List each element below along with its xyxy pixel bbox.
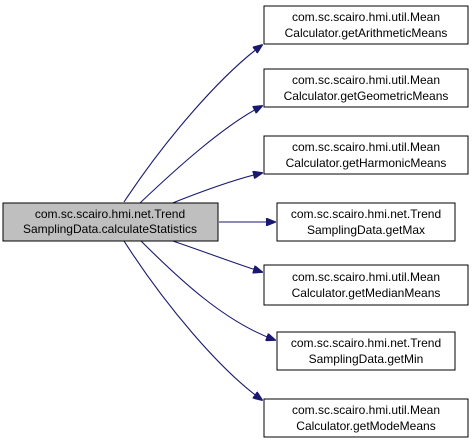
callee-node-getModeMeans[interactable]: com.sc.scairo.hmi.util.Mean Calculator.g… [263, 398, 469, 438]
callee-label-line1: com.sc.scairo.hmi.net.Trend [291, 207, 441, 221]
callee-label-line2: SamplingData.getMin [309, 352, 424, 366]
caller-node[interactable]: com.sc.scairo.hmi.net.Trend SamplingData… [2, 202, 219, 242]
callee-node-getGeometricMeans[interactable]: com.sc.scairo.hmi.util.Mean Calculator.g… [263, 68, 469, 108]
callee-label-line2: Calculator.getGeometricMeans [284, 89, 449, 103]
callee-label-line1: com.sc.scairo.hmi.util.Mean [292, 140, 440, 154]
call-edges [123, 45, 275, 400]
edge-to-getGeometricMeans [139, 106, 262, 204]
caller-label-line1: com.sc.scairo.hmi.net.Trend [35, 207, 185, 221]
callee-label-line1: com.sc.scairo.hmi.net.Trend [291, 336, 441, 350]
callee-label-line1: com.sc.scairo.hmi.util.Mean [292, 270, 440, 284]
callee-node-getMin[interactable]: com.sc.scairo.hmi.net.Trend SamplingData… [276, 331, 456, 371]
callee-node-getHarmonicMeans[interactable]: com.sc.scairo.hmi.util.Mean Calculator.g… [263, 135, 469, 175]
callee-node-getMax[interactable]: com.sc.scairo.hmi.net.Trend SamplingData… [276, 202, 456, 242]
callee-label-line2: Calculator.getModeMeans [296, 419, 435, 433]
caller-label-line2: SamplingData.calculateStatistics [23, 222, 197, 236]
callee-label-line2: Calculator.getHarmonicMeans [286, 156, 447, 170]
edge-to-getMedianMeans [169, 239, 262, 272]
callee-label-line2: Calculator.getMedianMeans [292, 286, 441, 300]
callee-label-line1: com.sc.scairo.hmi.util.Mean [292, 10, 440, 24]
edge-to-getHarmonicMeans [169, 173, 262, 205]
callee-node-getArithmeticMeans[interactable]: com.sc.scairo.hmi.util.Mean Calculator.g… [263, 5, 469, 45]
callee-label-line2: Calculator.getArithmeticMeans [285, 26, 448, 40]
edge-to-getMin [139, 239, 275, 340]
callee-label-line2: SamplingData.getMax [307, 223, 425, 237]
callee-label-line1: com.sc.scairo.hmi.util.Mean [292, 403, 440, 417]
edge-to-getArithmeticMeans [123, 45, 262, 203]
callee-label-line1: com.sc.scairo.hmi.util.Mean [292, 73, 440, 87]
callee-node-getMedianMeans[interactable]: com.sc.scairo.hmi.util.Mean Calculator.g… [263, 264, 469, 306]
edge-to-getModeMeans [123, 240, 262, 400]
